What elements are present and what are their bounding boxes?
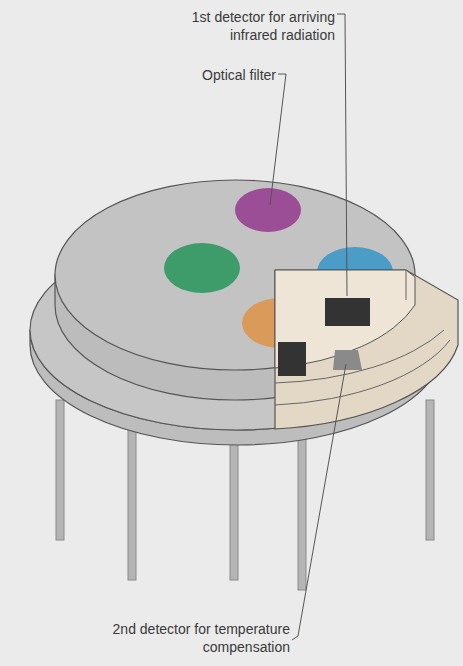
chip-element (278, 342, 306, 376)
optical-filter (235, 188, 301, 232)
part-label: 2nd detector for temperature compensatio… (105, 620, 290, 656)
part-label: Optical filter (136, 66, 276, 84)
optical-filter (164, 243, 240, 293)
cutaway-section (275, 270, 458, 429)
first-detector (325, 298, 370, 326)
housing-cap (55, 180, 415, 400)
leader-lines (270, 14, 347, 640)
part-label: 1st detector for arriving infrared radia… (150, 8, 335, 44)
second-detector (333, 350, 362, 370)
